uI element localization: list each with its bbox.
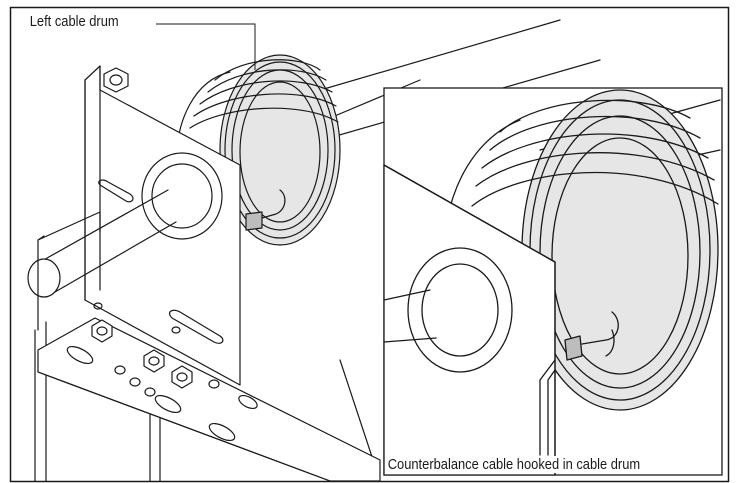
bracket-slot-lower xyxy=(168,309,224,344)
main-shaft-top-edge xyxy=(299,19,561,97)
inset-panel xyxy=(383,87,723,476)
main-cable-drum xyxy=(175,54,341,263)
bracket-flange xyxy=(84,65,101,301)
shaft-bracket-arm xyxy=(37,211,101,331)
main-shaft-far-line xyxy=(329,79,421,119)
left-cable-drum-label: Left cable drum xyxy=(28,13,121,30)
bracket-top-bolt xyxy=(103,67,129,93)
bearing-inner xyxy=(151,163,213,229)
shaft-end xyxy=(27,258,61,298)
door-frame-lines xyxy=(34,321,381,482)
strut-nuts xyxy=(91,319,193,389)
leader-line-main xyxy=(156,23,256,70)
inset-caption: Counterbalance cable hooked in cable dru… xyxy=(386,456,642,473)
bearing-outer xyxy=(141,152,223,240)
bracket-slot-upper xyxy=(98,179,134,203)
strut-edge xyxy=(37,371,331,482)
shaft-left xyxy=(39,189,177,293)
main-scene xyxy=(27,19,601,482)
